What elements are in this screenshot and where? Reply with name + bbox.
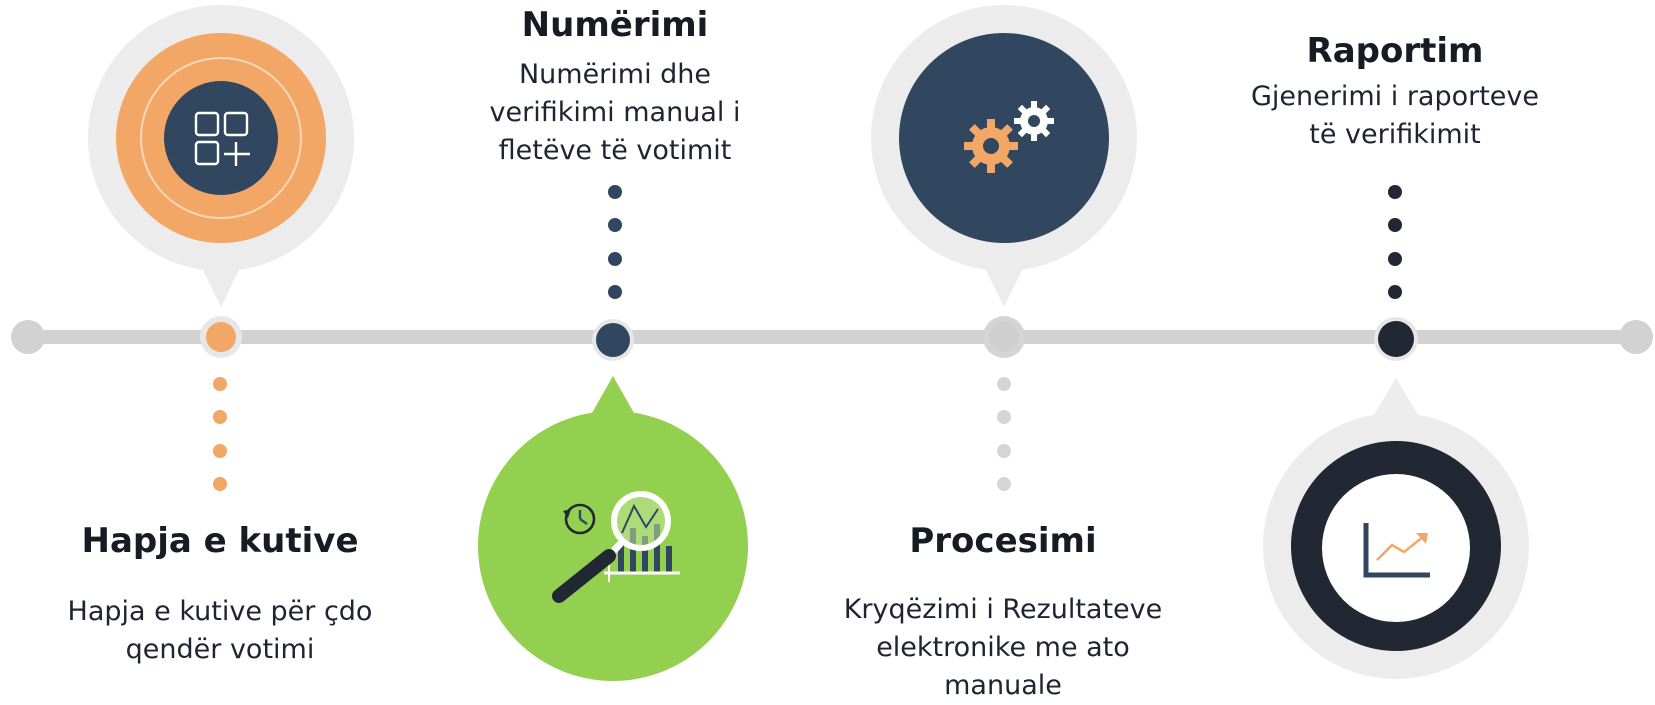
dot-connector-2	[608, 185, 622, 299]
step-2-description: Numërimi dhe verifikimi manual i fletëve…	[489, 59, 741, 166]
milestone-dot-3	[989, 322, 1019, 352]
marker-procesimi	[871, 5, 1137, 307]
step-4-description: Gjenerimi i raporteve të verifikimit	[1250, 81, 1540, 150]
timeline-end-cap	[1619, 320, 1653, 354]
timeline-line	[26, 330, 1636, 344]
step-3-description: Kryqëzimi i Rezultateve elektronike me a…	[843, 594, 1163, 701]
milestone-dot-4	[1378, 321, 1414, 357]
marker-raportim	[1263, 378, 1529, 679]
timeline-start-cap	[11, 320, 45, 354]
dot-connector-4	[1388, 185, 1402, 299]
grid-plus-icon	[194, 111, 250, 166]
step-1-description: Hapja e kutive për çdo qendër votimi	[67, 596, 373, 665]
dot-connector-3	[997, 377, 1011, 491]
marker-hapja	[88, 5, 354, 307]
step-2-title: Numërimi	[521, 5, 709, 45]
marker-numerimi	[478, 376, 748, 681]
dot-connector-1	[213, 377, 227, 491]
trend-chart-icon	[1363, 523, 1430, 578]
step-3-title: Procesimi	[909, 521, 1097, 561]
milestone-dot-2	[596, 323, 630, 357]
magnifier-chart-icon	[552, 491, 680, 603]
step-4-title: Raportim	[1306, 31, 1484, 71]
step-1-title: Hapja e kutive	[81, 521, 359, 561]
milestone-dot-1	[206, 322, 236, 352]
gears-icon	[964, 101, 1054, 173]
